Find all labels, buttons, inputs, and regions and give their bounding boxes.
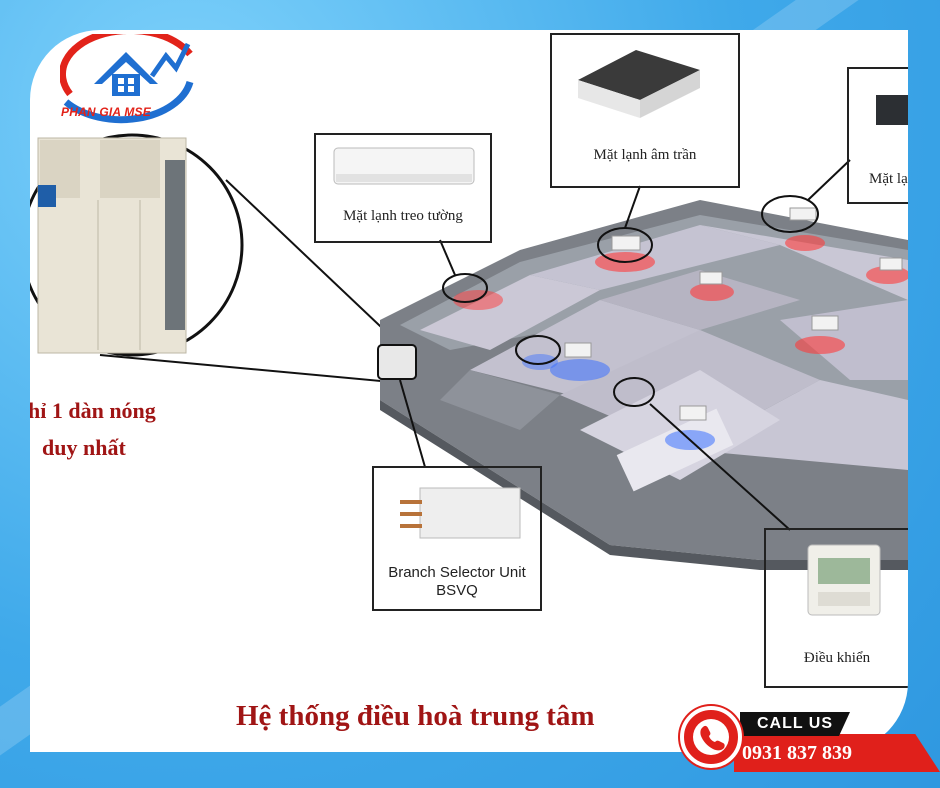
phone-icon: [693, 719, 729, 755]
controller-label: Điều khiển: [803, 650, 871, 666]
outdoor-unit-text-line2: duy nhất: [42, 435, 126, 460]
branch-selector-label-line1: Branch Selector Unit: [388, 564, 526, 581]
wall-mounted-label: Mặt lạnh treo tường: [343, 208, 463, 224]
outdoor-unit-icon: [37, 137, 187, 354]
brand-logo: [58, 30, 210, 152]
ducted-unit-label: Mặt lạ: [869, 171, 908, 187]
ceiling-cassette-label: Mặt lạnh âm trần: [593, 147, 697, 163]
branch-selector-label-line2: BSVQ: [436, 582, 478, 599]
branch-selector-callout: Branch Selector Unit BSVQ: [372, 466, 542, 611]
diagram-title: Hệ thống điều hoà trung tâm: [236, 700, 595, 732]
call-to-action[interactable]: CALL US 0931 837 839: [676, 704, 940, 788]
ceiling-cassette-callout: Mặt lạnh âm trần: [550, 33, 740, 188]
branch-selector-label: Branch Selector Unit BSVQ: [374, 564, 540, 600]
hvac-building-diagram: [30, 50, 908, 616]
house-logo-icon: [58, 30, 194, 124]
controller-callout: Điều khiển: [764, 528, 908, 688]
branch-selector-wall-unit: [377, 344, 417, 380]
phone-icon-badge[interactable]: [680, 706, 742, 768]
phone-bar: [734, 734, 940, 772]
call-us-label: CALL US: [740, 712, 850, 736]
brand-name: PHAN GIA MSE: [61, 105, 151, 119]
content-panel: Mặt lạnh treo tường Mặt lạnh âm trần Mặt…: [30, 30, 908, 752]
phone-number[interactable]: 0931 837 839: [742, 742, 852, 764]
wall-mounted-callout: Mặt lạnh treo tường: [314, 133, 492, 243]
ducted-unit-callout: Mặt lạ: [847, 67, 908, 204]
outdoor-unit-text-line1: hỉ 1 dàn nóng: [30, 398, 156, 423]
